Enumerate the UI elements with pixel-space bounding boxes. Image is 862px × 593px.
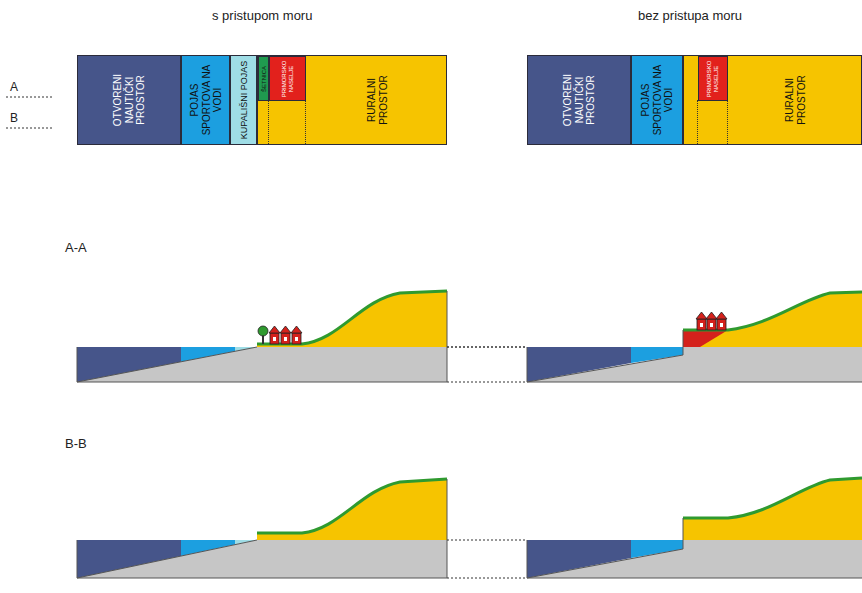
sports-zone-band: POJAS SPORTOVA NA VODI <box>181 55 230 145</box>
dotted-line <box>727 100 728 144</box>
dotted-line <box>305 100 306 144</box>
sea-zone-band: OTVORENI NAUTIČKI PROSTOR <box>527 55 631 145</box>
zone-label: RURALNI PROSTOR <box>784 57 807 143</box>
zone-label: PRIMORSKO NASELJE <box>281 58 295 99</box>
settlement-band: PRIMORSKO NASELJE <box>269 56 306 101</box>
section-title: A-A <box>65 240 87 255</box>
dotted-line <box>268 100 269 144</box>
zone-label: POJAS SPORTOVA NA VODI <box>640 57 675 143</box>
rural-zone-band: RURALNI PROSTOR PRIMORSKO NASELJE <box>683 55 862 145</box>
section-b-left <box>77 479 447 578</box>
section-a-left <box>77 291 447 382</box>
zone-label: RURALNI PROSTOR <box>366 57 389 143</box>
cut-marker: B <box>10 111 18 125</box>
section-title: B-B <box>65 436 87 451</box>
zone-label: ŠETNICA <box>260 58 267 99</box>
zone-label: KUPALIŠNI POJAS <box>238 57 248 143</box>
zone-label: OTVORENI NAUTIČKI PROSTOR <box>562 57 597 143</box>
column-heading: bez pristupa moru <box>638 8 742 23</box>
zone-label: PRIMORSKO NASELJE <box>706 58 720 99</box>
section-a-right <box>527 292 862 382</box>
section-b-right <box>527 478 862 578</box>
zone-label: OTVORENI NAUTIČKI PROSTOR <box>112 57 147 143</box>
zone-label: POJAS SPORTOVA NA VODI <box>188 57 223 143</box>
bathing-zone-band: KUPALIŠNI POJAS <box>230 55 257 145</box>
sea-zone-band: OTVORENI NAUTIČKI PROSTOR <box>77 55 181 145</box>
column-heading: s pristupom moru <box>212 8 312 23</box>
dotted-line <box>697 100 698 144</box>
cut-marker: A <box>10 80 18 94</box>
sports-zone-band: POJAS SPORTOVA NA VODI <box>631 55 683 145</box>
cut-line <box>6 97 52 98</box>
settlement-band: PRIMORSKO NASELJE <box>698 56 728 101</box>
promenade-band: ŠETNICA <box>258 56 269 101</box>
rural-zone-band: RURALNI PROSTOR ŠETNICA PRIMORSKO NASELJE <box>257 55 447 145</box>
cut-line <box>6 128 52 129</box>
